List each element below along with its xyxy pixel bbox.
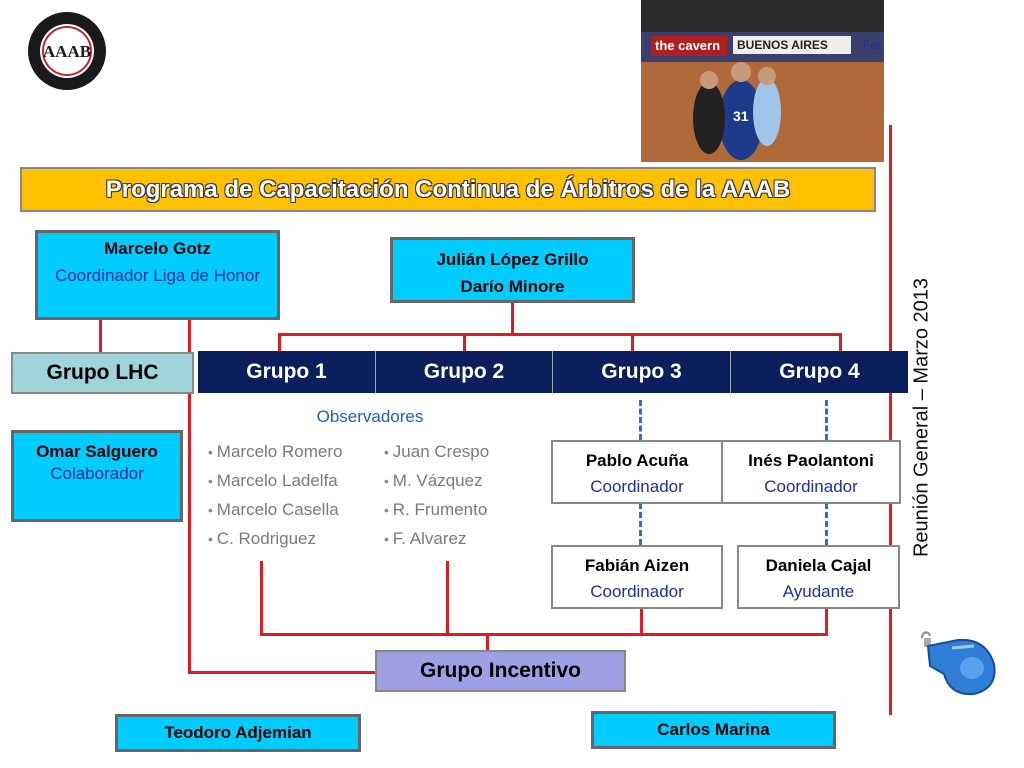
line-obs1-down [260,561,263,635]
daniela-role: Ayudante [782,582,855,601]
line-obs2-down [446,561,449,635]
list-item: F. Alvarez [384,524,489,553]
box-grupo-incentivo: Grupo Incentivo [375,650,626,692]
page-title: Programa de Capacitación Continua de Árb… [105,176,791,203]
grupo-lhc-label: Grupo LHC [46,361,159,384]
julian-name: Julián López Grillo [436,250,589,269]
box-teodoro-adjemian: Teodoro Adjemian [115,714,361,752]
dash-g3-pablo [639,400,642,440]
omar-role: Colaborador [50,464,144,483]
observadores-title: Observadores [316,407,424,426]
pablo-role: Coordinador [590,477,684,496]
dash-ines-daniela [825,503,828,545]
pablo-name: Pablo Acuña [585,451,689,470]
dash-g4-ines [825,400,828,440]
vertical-red-divider [889,125,892,715]
side-date-label: Reunión General – Marzo 2013 [910,277,933,558]
list-item: Marcelo Ladelfa [208,466,342,495]
box-pablo-acuna: Pablo Acuña Coordinador [551,440,723,504]
list-item: C. Rodriguez [208,524,342,553]
handball-photo: the cavern BUENOS AIRES Fer 31 [641,0,884,162]
group-1: Grupo 1 [198,351,376,393]
line-g3 [631,333,634,351]
photo-sign-buenos-aires: BUENOS AIRES [737,38,828,52]
box-carlos-marina: Carlos Marina [591,711,836,749]
aaab-logo: AAAB [26,10,108,92]
line-g2 [463,333,466,351]
box-marcelo-gotz: Marcelo Gotz Coordinador Liga de Honor [35,230,280,320]
daniela-name: Daniela Cajal [765,556,872,575]
fabian-name: Fabián Aizen [584,556,690,575]
grupo-incentivo-label: Grupo Incentivo [419,659,581,682]
line-incentivo-up [486,633,489,651]
photo-jersey-number: 31 [733,108,749,124]
group-2: Grupo 2 [376,351,553,393]
list-item: Marcelo Romero [208,437,343,466]
list-item: M. Vázquez [384,466,489,495]
ines-role: Coordinador [764,477,858,496]
line-daniela-down [825,608,828,635]
line-to-incentivo [188,671,376,674]
ines-name: Inés Paolantoni [748,451,874,470]
line-bottom-horizontal [260,633,828,636]
line-fabian-down [640,608,643,635]
observadores-list-1: Marcelo Romero Marcelo Ladelfa Marcelo C… [208,437,343,553]
photo-sign-cavern: the cavern [655,38,721,53]
box-omar-salguero: Omar Salguero Colaborador [11,430,183,522]
box-daniela-cajal: Daniela Cajal Ayudante [737,545,900,609]
carlos-name: Carlos Marina [657,720,770,739]
group-4: Grupo 4 [731,351,908,393]
list-item: Marcelo Casella [208,495,342,524]
gotz-role: Coordinador Liga de Honor [54,266,261,285]
dash-pablo-fabian [639,503,642,545]
dario-name: Darío Minore [460,277,565,296]
group-3: Grupo 3 [553,351,731,393]
line-g1 [278,333,281,351]
line-left-vertical [188,320,191,673]
line-gotz-down [99,320,102,352]
omar-name: Omar Salguero [36,442,158,461]
box-grupo-lhc: Grupo LHC [11,352,194,394]
line-groups-horizontal [278,333,841,336]
title-banner: Programa de Capacitación Continua de Árb… [20,167,876,212]
photo-sign-fer: Fer [863,38,881,52]
list-item: R. Frumento [384,495,489,524]
box-fabian-aizen: Fabián Aizen Coordinador [551,545,723,609]
list-item: Juan Crespo [384,437,489,466]
logo-center-text: AAAB [43,42,91,61]
fabian-role: Coordinador [590,582,684,601]
box-julian-dario: Julián López Grillo Darío Minore [390,237,635,303]
box-ines-paolantoni: Inés Paolantoni Coordinador [721,440,901,504]
line-julian-down [511,303,514,335]
observadores-list-2: Juan Crespo M. Vázquez R. Frumento F. Al… [384,437,489,553]
teodoro-name: Teodoro Adjemian [164,723,312,742]
whistle-icon [914,630,1006,700]
line-g4 [839,333,842,351]
gotz-name: Marcelo Gotz [104,239,211,258]
